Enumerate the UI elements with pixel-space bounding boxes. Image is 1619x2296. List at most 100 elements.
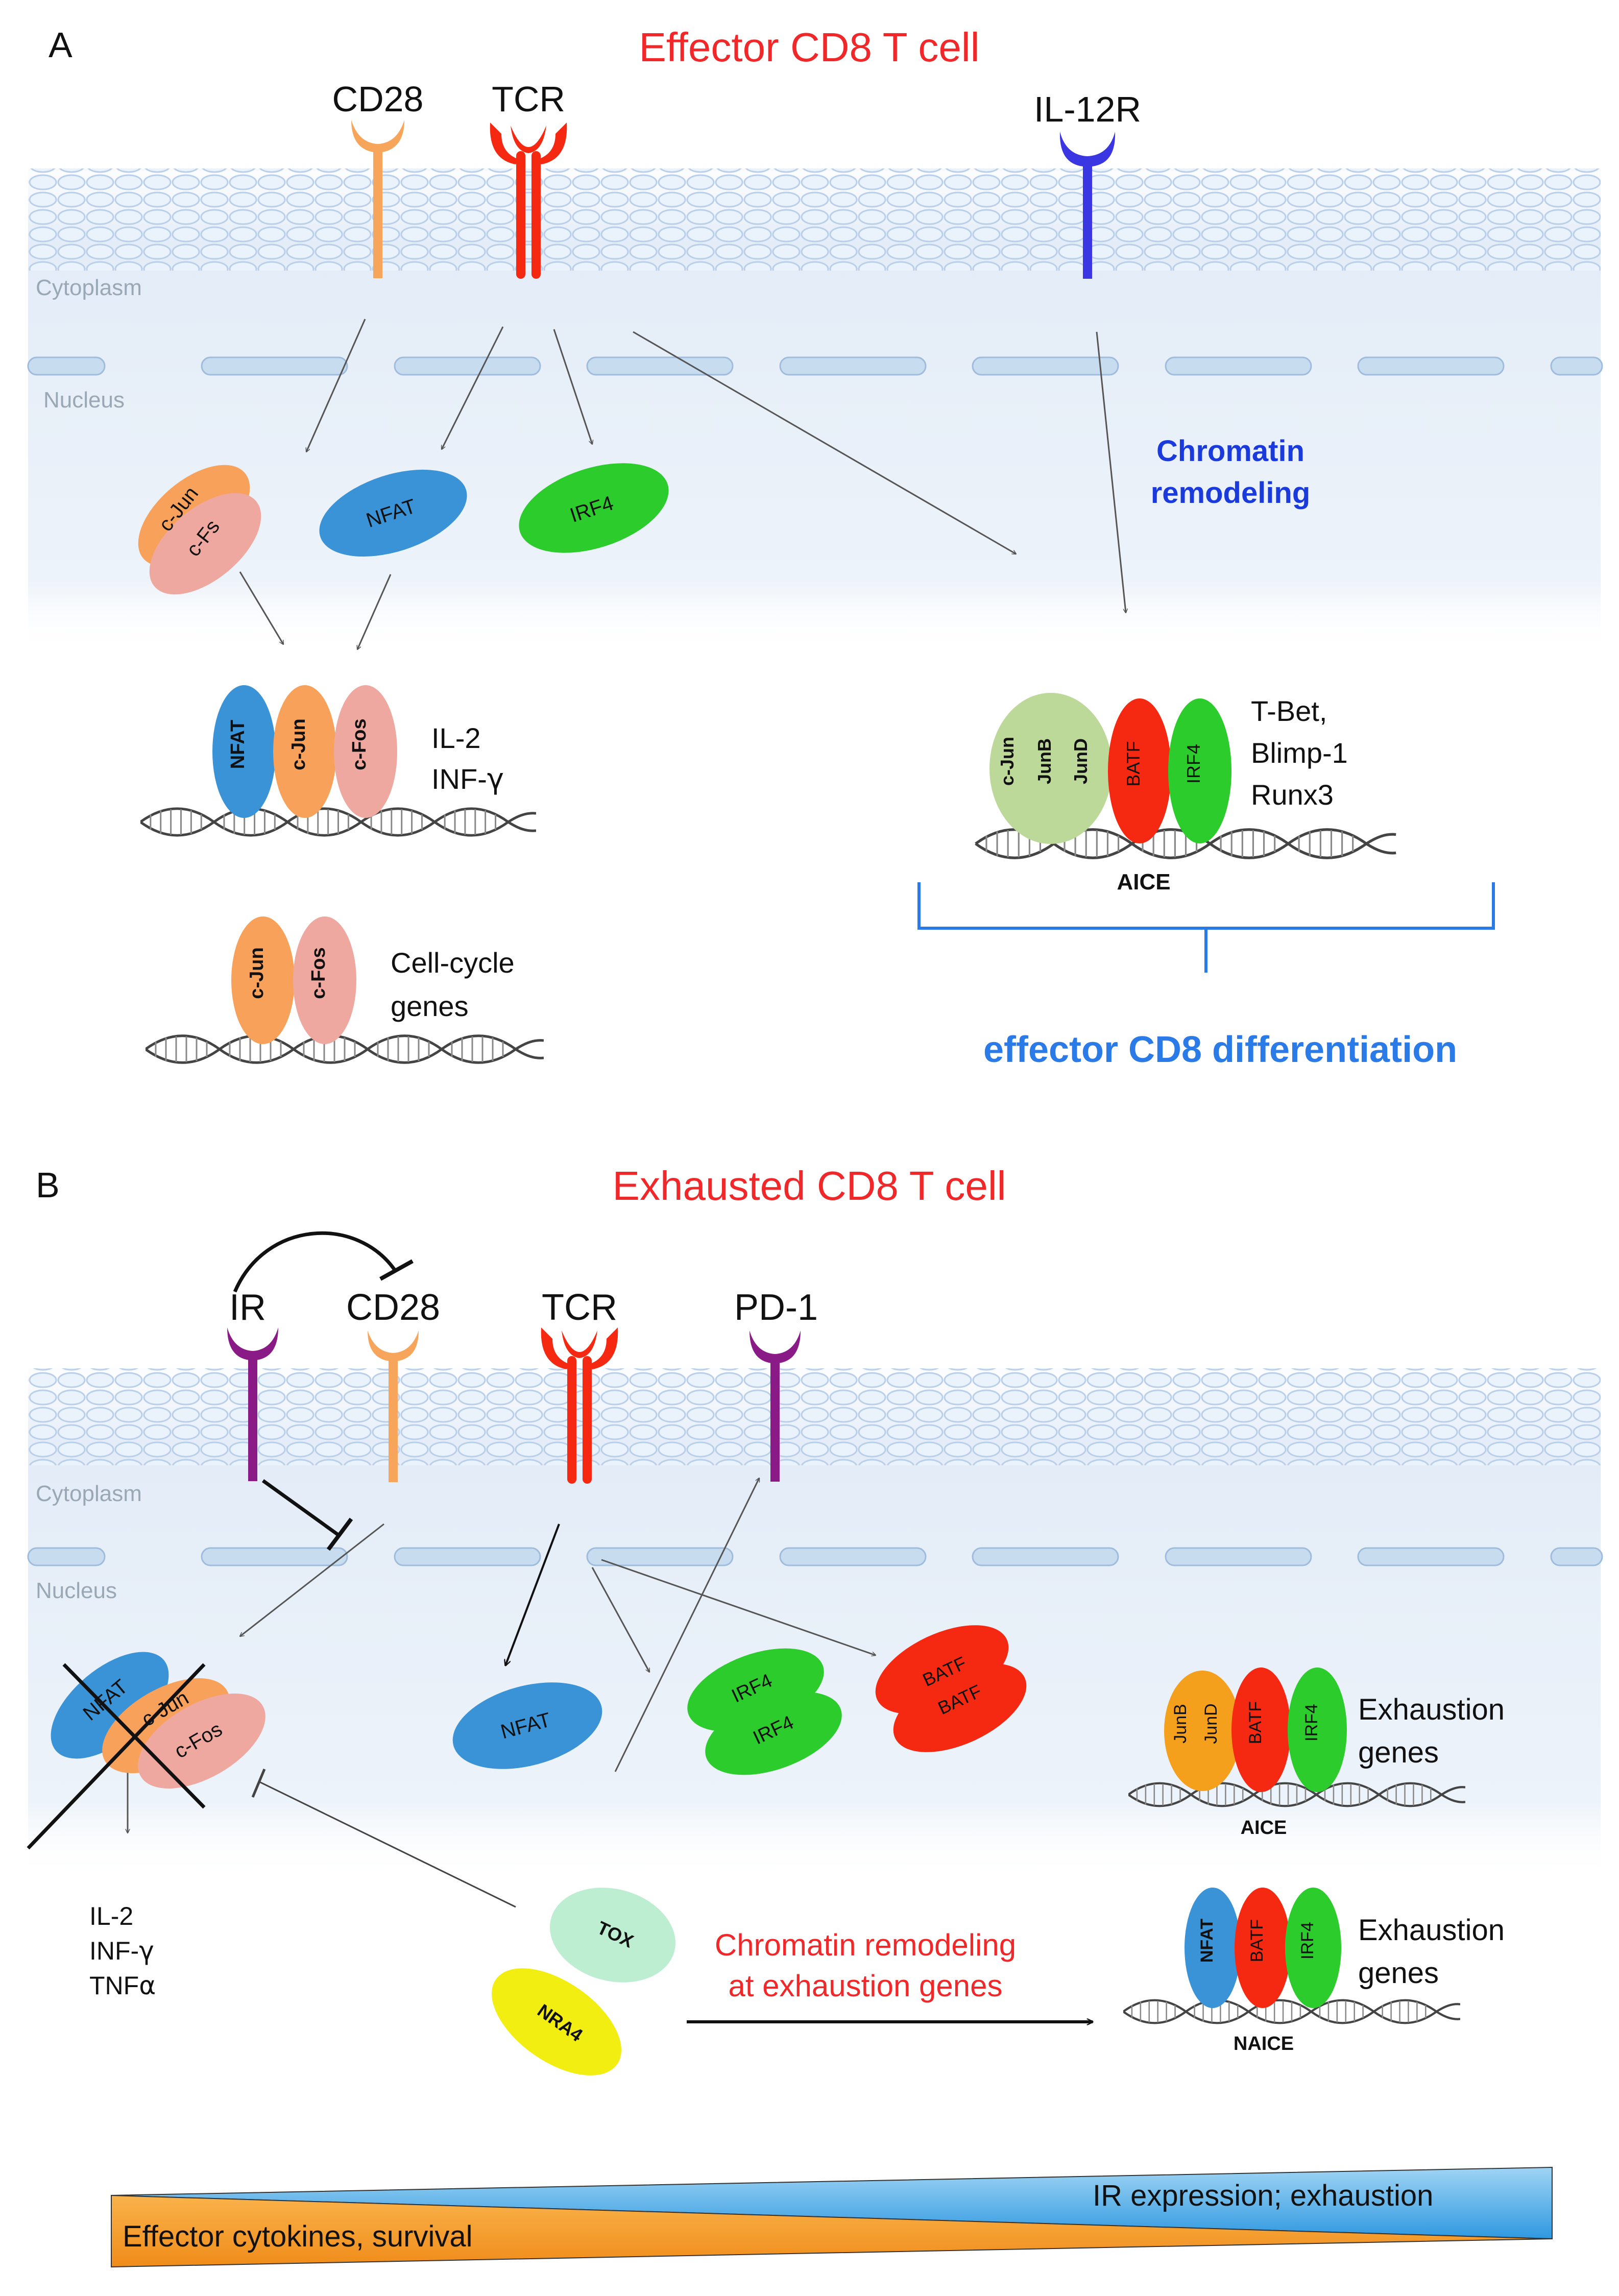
arrow-tcr-to-nfat-b xyxy=(505,1524,560,1665)
arrow-tcr-to-irf4 xyxy=(553,329,592,444)
complex2-target-1: Cell-cycle xyxy=(391,947,515,979)
ir-receptor xyxy=(227,1327,278,1481)
complex2-target-2: genes xyxy=(391,990,469,1022)
cytokine-2-prefix: INF- xyxy=(89,1937,139,1965)
arrow-jun-to-complex xyxy=(239,571,283,644)
remodeling-label-1: Chromatin remodeling xyxy=(715,1928,1016,1962)
il12r-label: IL-12R xyxy=(1034,89,1141,129)
complex1-target-1: IL-2 xyxy=(431,722,481,754)
nuclear-envelope-b xyxy=(27,1547,1603,1566)
cytokine-2-symbol: γ xyxy=(139,1936,154,1966)
ir-label: IR xyxy=(229,1287,266,1328)
block-cross xyxy=(27,1663,206,1850)
arrow-il12r-to-aice xyxy=(1096,331,1126,613)
aice-b-label: AICE xyxy=(1241,1817,1287,1839)
blocked-complex: NFAT c-Jun c-Fos xyxy=(51,1652,265,1789)
aice-a-irf4: IRF4 xyxy=(1183,744,1204,784)
naice-nfat: NFAT xyxy=(1197,1919,1217,1963)
nra4: NRA4 xyxy=(492,1968,621,2075)
outcome-bracket xyxy=(917,882,1495,973)
gradient-left-label: Effector cytokines, survival xyxy=(123,2220,473,2253)
complex1-nfat: NFAT xyxy=(227,720,249,769)
aice-b-jund: JunD xyxy=(1201,1703,1221,1744)
complex1-cfos: c-Fos xyxy=(349,718,370,770)
dna-complex1 xyxy=(140,809,536,835)
remodeling-label-2: at exhaustion genes xyxy=(728,1969,1002,2003)
aice-complex-b: JunB JunD BATF IRF4 xyxy=(1164,1667,1347,1792)
cd28-receptor-a xyxy=(351,120,404,278)
tcr-label-a: TCR xyxy=(492,79,565,119)
complex2-cjun: c-Jun xyxy=(246,947,268,999)
aice-a-target-2: Blimp-1 xyxy=(1251,737,1348,769)
complex2: c-Jun c-Fos xyxy=(231,916,356,1044)
dna-naice xyxy=(1123,2000,1460,2023)
aice-a-jund: JunD xyxy=(1070,738,1091,784)
naice-irf4: IRF4 xyxy=(1298,1922,1317,1960)
cytokine-3-prefix: TNF xyxy=(89,1971,139,2000)
nucleus-label-b: Nucleus xyxy=(36,1578,117,1603)
arrow-cd28-to-blocked xyxy=(240,1523,384,1636)
panel-a: A Effector CD8 T cell CD28 TCR IL-12R Cy… xyxy=(27,25,1603,1070)
cytokine-2: INF-γ xyxy=(89,1936,154,1966)
effector-differentiation-label: effector CD8 differentiation xyxy=(983,1029,1457,1070)
naice-complex: NFAT BATF IRF4 xyxy=(1185,1888,1341,2008)
irf4-free-a: IRF4 xyxy=(519,463,669,553)
pd1-label: PD-1 xyxy=(734,1287,818,1328)
arrow-nfat-to-complex xyxy=(357,574,392,649)
cytokine-1: IL-2 xyxy=(89,1902,133,1930)
batf-dimer: BATF BATF xyxy=(875,1625,1027,1752)
aice-b-batf: BATF xyxy=(1246,1701,1265,1744)
arrow-tcr-to-irf4-b xyxy=(591,1567,650,1672)
cytoplasm-label-a: Cytoplasm xyxy=(36,275,142,300)
chromatin-remodeling-a-2: remodeling xyxy=(1151,476,1311,510)
aice-b-irf4: IRF4 xyxy=(1302,1704,1321,1742)
naice-target-2: genes xyxy=(1358,1956,1439,1990)
panel-b-title: Exhausted CD8 T cell xyxy=(613,1163,1006,1209)
panel-a-title: Effector CD8 T cell xyxy=(639,25,980,70)
aice-a-junb: JunB xyxy=(1034,738,1055,784)
nuclear-envelope-a xyxy=(27,356,1603,376)
arrow-tcr-to-aice xyxy=(633,331,1016,555)
tcr-receptor-a xyxy=(490,123,567,279)
panel-b-letter: B xyxy=(36,1165,60,1205)
aice-b-junb: JunB xyxy=(1171,1704,1190,1744)
membrane-a xyxy=(28,168,1601,271)
tox-inhibition-bar xyxy=(251,1769,266,1798)
tcr-label-b: TCR xyxy=(542,1287,617,1328)
pd1-receptor xyxy=(750,1331,801,1482)
naice-batf: BATF xyxy=(1247,1919,1267,1962)
aice-complex-a: c-Jun JunB JunD BATF IRF4 xyxy=(989,693,1231,844)
complex2-cfos: c-Fos xyxy=(308,947,329,999)
aice-a-cjun: c-Jun xyxy=(997,737,1018,786)
cd28-label-a: CD28 xyxy=(332,79,424,119)
ir-inhibits-cd28-arc xyxy=(233,1231,397,1293)
panel-b: B Exhausted CD8 T cell IR CD28 TCR PD-1 xyxy=(27,1163,1603,2075)
cytoplasm-label-b: Cytoplasm xyxy=(36,1481,142,1506)
nfat-free-a: NFAT xyxy=(319,469,467,557)
ir-inhibition-line xyxy=(261,1479,341,1537)
arrow-tcr-to-nfat xyxy=(441,326,504,449)
cd28-receptor-b xyxy=(368,1331,419,1482)
tox-inhibition-line xyxy=(259,1781,516,1908)
aice-a-batf: BATF xyxy=(1123,741,1144,786)
il12r-receptor xyxy=(1059,132,1116,279)
cytokine-3-symbol: α xyxy=(139,1971,156,2000)
complex1: NFAT c-Jun c-Fos xyxy=(212,685,397,818)
arrow-tox-to-pd1 xyxy=(614,1478,760,1772)
cd28-label-b: CD28 xyxy=(346,1287,440,1328)
nfat-free-b: NFAT xyxy=(452,1682,602,1769)
gamma-symbol: γ xyxy=(487,763,504,796)
aice-a-target-1: T-Bet, xyxy=(1251,695,1327,727)
naice-label: NAICE xyxy=(1234,2033,1294,2055)
cjun-cfs-pair: c-Jun c-Fs xyxy=(138,465,261,595)
complex1-target-2-prefix: INF- xyxy=(431,763,487,795)
aice-a-target-3: Runx3 xyxy=(1251,779,1334,811)
tox: TOX xyxy=(550,1888,675,1983)
membrane-b xyxy=(28,1368,1601,1465)
aice-b-target-2: genes xyxy=(1358,1736,1439,1769)
tcr-receptor-b xyxy=(541,1327,618,1484)
panel-a-letter: A xyxy=(49,25,73,65)
gradient-bar: IR expression; exhaustion Effector cytok… xyxy=(111,2166,1553,2268)
ir-inhibition-bar xyxy=(326,1517,353,1551)
gradient-right-label: IR expression; exhaustion xyxy=(1093,2179,1433,2212)
